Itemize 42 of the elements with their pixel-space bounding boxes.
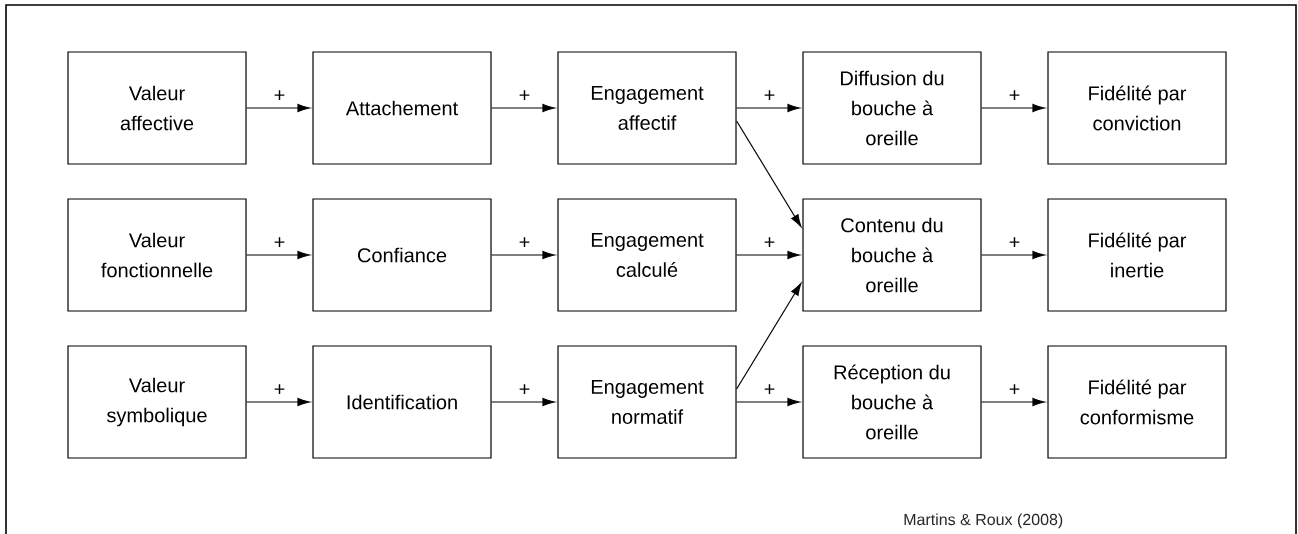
process-box: Fidélité par conviction <box>1047 51 1227 165</box>
process-box: Engagement calculé <box>557 198 737 312</box>
process-box: Identification <box>312 345 492 459</box>
process-box: Diffusion du bouche à oreille <box>802 51 982 165</box>
process-box: Attachement <box>312 51 492 165</box>
citation: Martins & Roux (2008) <box>904 513 1063 529</box>
arrow <box>491 103 555 113</box>
edge-label: + <box>272 383 287 397</box>
arrow <box>981 250 1045 260</box>
edge-label: + <box>517 236 532 250</box>
edge-label: + <box>762 383 777 397</box>
process-box: Valeur affective <box>67 51 247 165</box>
process-box: Engagement affectif <box>557 51 737 165</box>
arrow <box>981 103 1045 113</box>
process-box: Confiance <box>312 198 492 312</box>
arrow <box>246 103 310 113</box>
edge-label: + <box>1007 383 1022 397</box>
edge-label: + <box>272 236 287 250</box>
edge-label: + <box>1007 89 1022 103</box>
edge-label: + <box>762 236 777 250</box>
process-box: Valeur fonctionnelle <box>67 198 247 312</box>
arrow <box>736 283 802 390</box>
edge-label: + <box>272 89 287 103</box>
edge-label: + <box>517 383 532 397</box>
arrow <box>246 397 310 407</box>
process-box: Fidélité par inertie <box>1047 198 1227 312</box>
arrow <box>981 397 1045 407</box>
arrow <box>491 250 555 260</box>
process-box: Réception du bouche à oreille <box>802 345 982 459</box>
arrow <box>736 103 800 113</box>
edge-label: + <box>1007 236 1022 250</box>
edge-label: + <box>762 89 777 103</box>
process-box: Valeur symbolique <box>67 345 247 459</box>
arrow <box>246 250 310 260</box>
process-box: Engagement normatif <box>557 345 737 459</box>
process-box: Fidélité par conformisme <box>1047 345 1227 459</box>
arrow <box>736 250 800 260</box>
edge-label: + <box>517 89 532 103</box>
arrow <box>736 120 802 227</box>
process-box: Contenu du bouche à oreille <box>802 198 982 312</box>
arrow <box>491 397 555 407</box>
arrow <box>736 397 800 407</box>
